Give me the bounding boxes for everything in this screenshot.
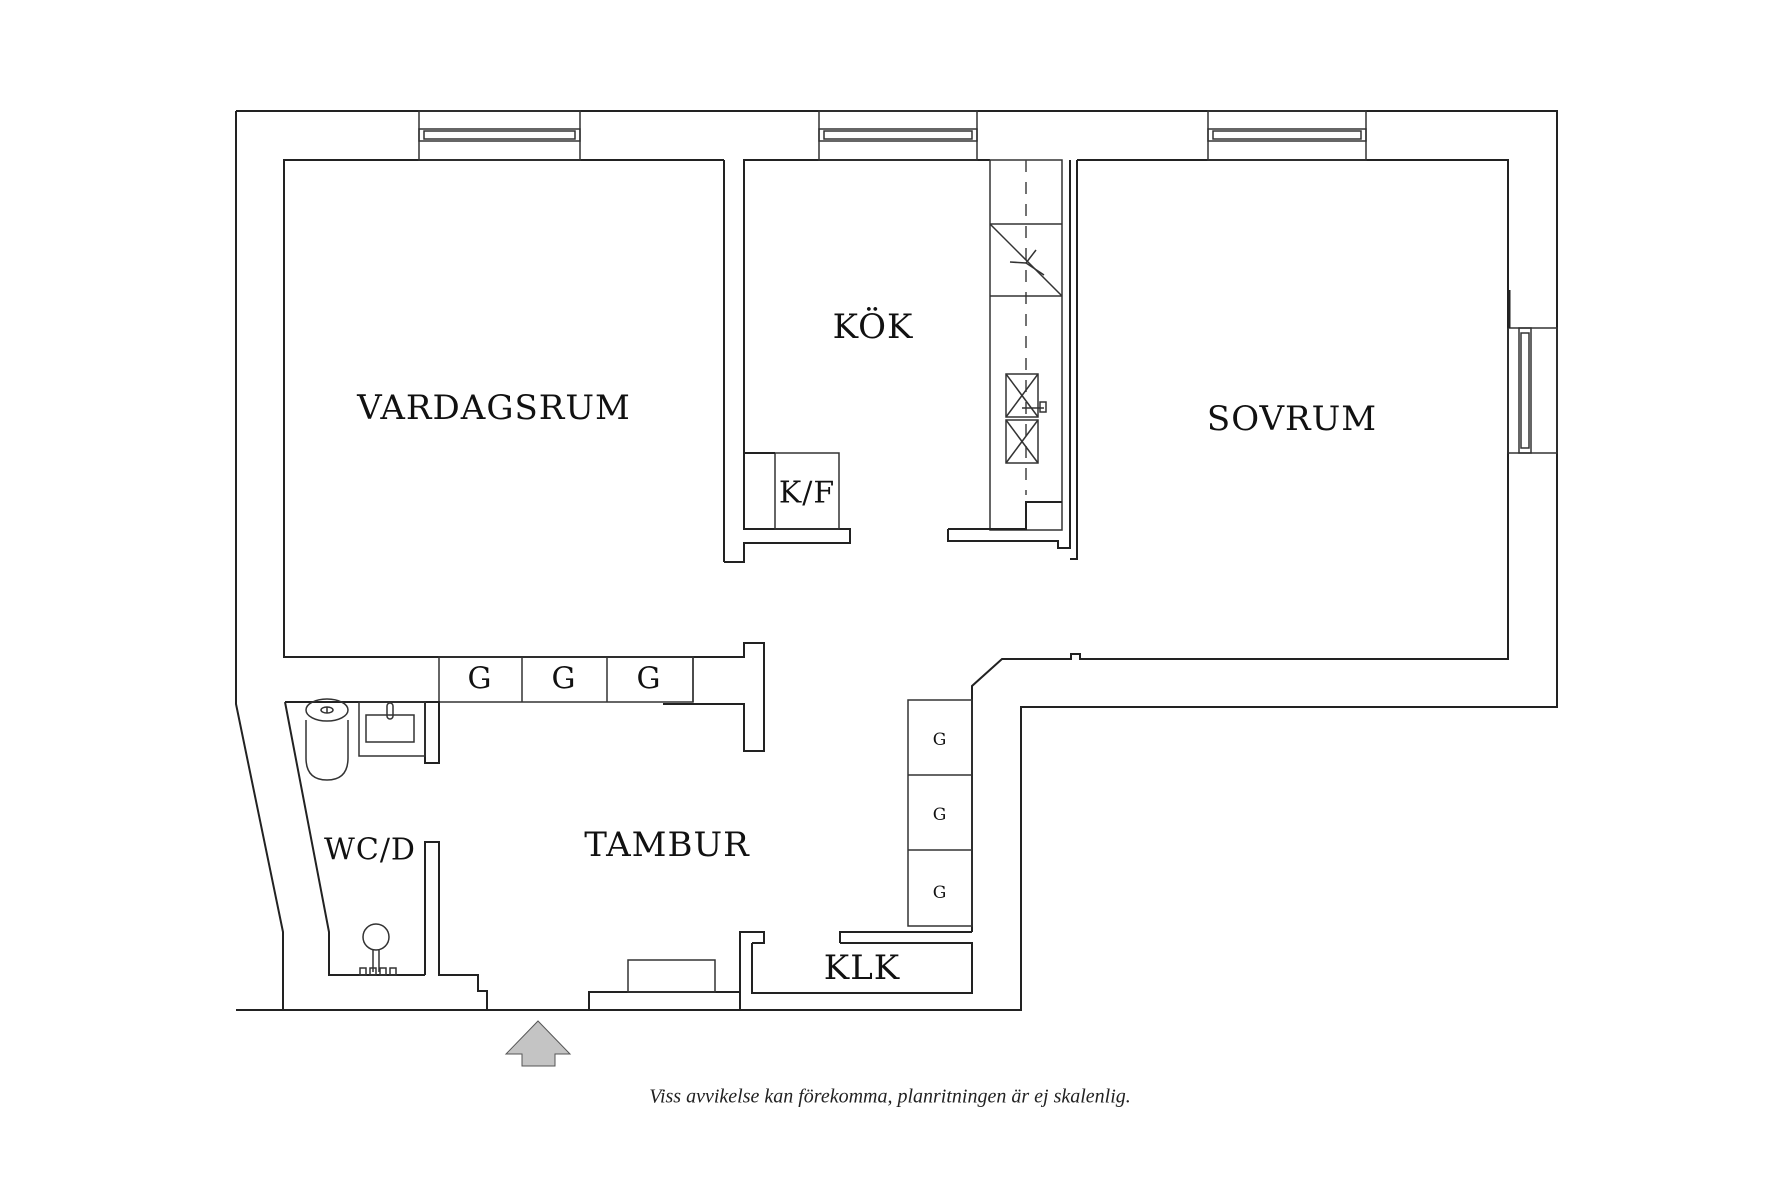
shower-icon (359, 923, 397, 976)
disclaimer-text: Viss avvikelse kan förekomma, planritnin… (649, 1085, 1131, 1108)
room-label-closet: KLK (823, 948, 901, 988)
faucet-icon (386, 702, 394, 720)
window-bedroom-side (1507, 290, 1558, 454)
room-label-hall: TAMBUR (584, 825, 750, 865)
room-label-kitchen: KÖK (832, 307, 914, 347)
wardrobe-label: G (551, 661, 577, 697)
kitchen-walls (724, 159, 1071, 563)
room-label-bedroom: SOVRUM (1206, 399, 1378, 439)
wardrobe-label: G (932, 805, 948, 825)
living-room-walls (283, 159, 765, 752)
bedroom-walls (971, 159, 1509, 1010)
wardrobe-column (907, 699, 973, 927)
room-label-living-room: VARDAGSRUM (357, 388, 631, 428)
fridge-freezer-box (774, 452, 840, 530)
wardrobe-label: G (932, 883, 948, 903)
room-label-bathroom: WC/D (324, 832, 416, 868)
entrance-walls (424, 841, 740, 1010)
wardrobe-label: G (636, 661, 662, 697)
outer-wall (235, 110, 1558, 1011)
window-kitchen (818, 110, 978, 161)
washbasin-icon (365, 714, 415, 743)
wardrobe-label: G (932, 730, 948, 750)
entrance-arrow-icon (504, 1020, 572, 1067)
bathroom-walls (284, 698, 440, 976)
closet-walls (739, 931, 973, 1010)
wardrobe-row (438, 656, 694, 703)
fridge-freezer-label: K/F (778, 475, 836, 511)
window-living-room (418, 110, 581, 161)
toilet-icon (305, 698, 349, 781)
window-bedroom-top (1207, 110, 1367, 161)
bench (627, 959, 716, 993)
sink-icon (1005, 373, 1047, 464)
wardrobe-label: G (467, 661, 493, 697)
